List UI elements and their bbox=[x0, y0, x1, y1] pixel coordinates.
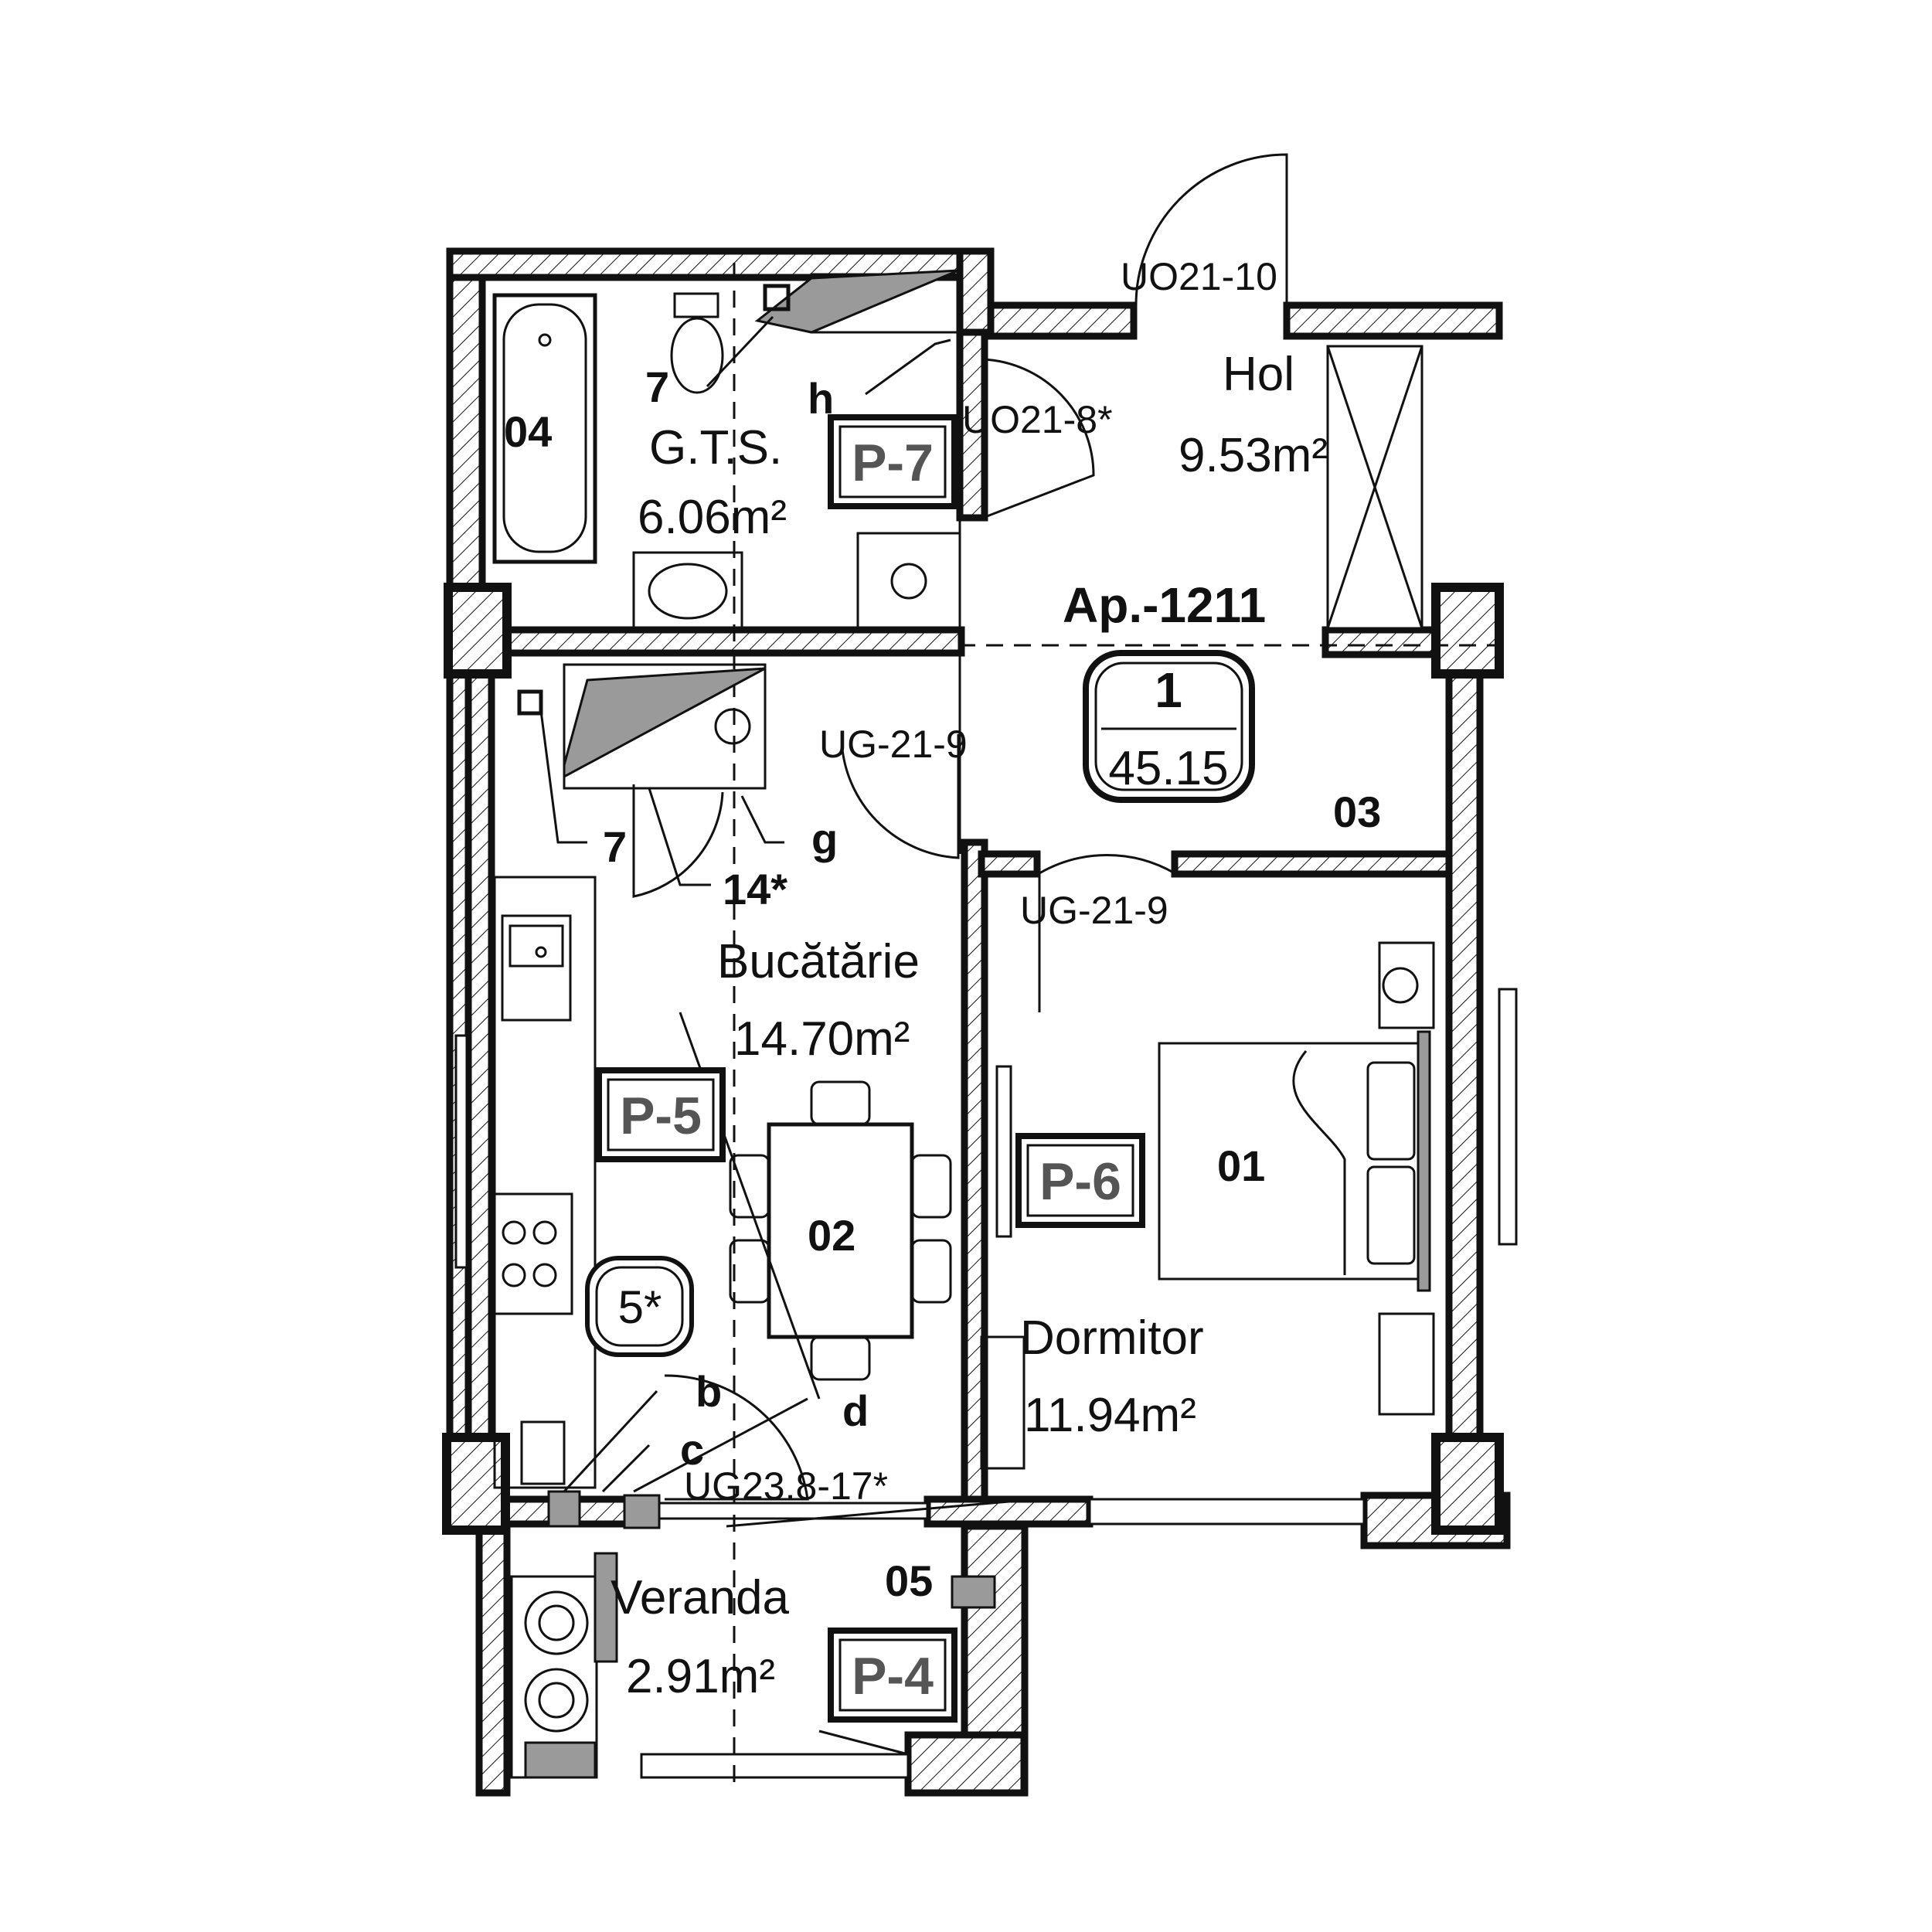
column bbox=[442, 1433, 510, 1535]
column bbox=[1431, 1433, 1504, 1535]
wall-top-bath bbox=[446, 247, 964, 281]
window-bedroom bbox=[1088, 1498, 1366, 1526]
column bbox=[444, 583, 512, 679]
door-label-uo21-8: UO21-8* bbox=[962, 398, 1113, 441]
veranda-heaters bbox=[510, 1490, 996, 1779]
wall-hall-bedroom-left bbox=[978, 850, 1041, 878]
column bbox=[1431, 583, 1504, 679]
door-swings bbox=[632, 153, 1288, 1756]
marker-c: c bbox=[680, 1425, 704, 1474]
room-area-kitchen: 14.70m² bbox=[734, 1012, 910, 1066]
room-tag-5-star: 5* bbox=[585, 1256, 694, 1357]
marker-leaders bbox=[539, 315, 951, 1493]
room-tag-label: P-5 bbox=[620, 1087, 702, 1145]
room-name-kitchen: Bucătărie bbox=[717, 935, 920, 988]
dining-table bbox=[729, 1080, 952, 1381]
wall-top-hall-right bbox=[1283, 301, 1503, 340]
bed bbox=[1158, 1030, 1431, 1292]
kitchen-counter bbox=[493, 876, 597, 1489]
wall-left-lower bbox=[464, 661, 495, 1534]
wall-hall-stub bbox=[1321, 626, 1445, 658]
apartment-badge-top: 1 bbox=[1155, 662, 1182, 718]
room-tag-p5: P-5 bbox=[596, 1067, 726, 1162]
wall-bottom-bedroom-left bbox=[923, 1495, 1094, 1528]
room-area-veranda: 2.91m² bbox=[626, 1650, 775, 1703]
room-tag-p6: P-6 bbox=[1015, 1133, 1145, 1228]
room-tag-label: P-4 bbox=[852, 1647, 934, 1706]
room-area-bathroom: 6.06m² bbox=[638, 491, 787, 544]
room-tag-label: P-6 bbox=[1039, 1152, 1121, 1211]
marker-h: h bbox=[808, 374, 834, 423]
marker-7-bath: 7 bbox=[645, 362, 669, 411]
marker-d: d bbox=[842, 1386, 869, 1435]
nightstand bbox=[1378, 941, 1435, 1416]
room-name-bedroom: Dormitor bbox=[1020, 1311, 1204, 1365]
wall-bath-hall bbox=[956, 328, 988, 522]
wall-top-hall-left bbox=[956, 247, 995, 340]
room-code-04: 04 bbox=[504, 407, 552, 456]
marker-b: b bbox=[696, 1367, 722, 1416]
apartment-title: Ap.-1211 bbox=[1063, 577, 1266, 633]
room-code-01: 01 bbox=[1217, 1141, 1265, 1190]
door-label-ug21-9-kitchen: UG-21-9 bbox=[819, 723, 968, 766]
wall-right-exterior bbox=[1445, 668, 1484, 1449]
marker-7-kitchen: 7 bbox=[603, 822, 627, 871]
room-name-bathroom: G.T.S. bbox=[649, 421, 782, 474]
apartment-badge-bottom: 45.15 bbox=[1108, 742, 1228, 795]
room-area-bedroom: 11.94m² bbox=[1024, 1389, 1196, 1442]
room-tag-label: 5* bbox=[618, 1281, 662, 1333]
room-name-hall: Hol bbox=[1223, 348, 1294, 401]
door-label-ug23-8-17: UG23.8-17* bbox=[684, 1464, 888, 1508]
door-label-ug21-9-bedroom: UG-21-9 bbox=[1020, 889, 1168, 932]
room-tag-p7: P-7 bbox=[828, 414, 957, 509]
toilet bbox=[670, 292, 724, 394]
windows bbox=[454, 345, 1518, 1779]
marker-g: g bbox=[811, 815, 838, 863]
wall-hall-bedroom-right bbox=[1171, 850, 1453, 878]
wall-veranda-bottom-right bbox=[904, 1731, 1028, 1797]
wardrobe bbox=[980, 1065, 1026, 1470]
apartment-badge: 1 45.15 bbox=[1083, 650, 1255, 803]
boiler-bath bbox=[754, 269, 960, 334]
room-code-03: 03 bbox=[1333, 787, 1381, 836]
washbasin-bath bbox=[632, 551, 743, 631]
window-veranda bbox=[640, 1753, 910, 1779]
window-left-side bbox=[454, 1034, 468, 1269]
door-label-uo21-10: UO21-10 bbox=[1121, 255, 1277, 298]
marker-14-star: 14* bbox=[723, 865, 787, 913]
room-name-veranda: Veranda bbox=[611, 1571, 790, 1624]
room-code-05: 05 bbox=[885, 1556, 933, 1605]
wall-bath-bottom bbox=[478, 626, 965, 657]
room-tag-p4: P-4 bbox=[828, 1628, 957, 1723]
boiler-kitchen bbox=[517, 663, 767, 790]
wall-top-hall-mid bbox=[987, 301, 1138, 340]
wall-veranda-left bbox=[475, 1522, 511, 1797]
room-area-hall: 9.53m² bbox=[1179, 429, 1328, 482]
bathtub bbox=[492, 293, 597, 564]
room-tag-label: P-7 bbox=[852, 434, 934, 492]
walls bbox=[444, 247, 1511, 1797]
washing-machine bbox=[856, 532, 961, 631]
room-code-02: 02 bbox=[808, 1211, 855, 1260]
window-right-side bbox=[1498, 988, 1518, 1246]
